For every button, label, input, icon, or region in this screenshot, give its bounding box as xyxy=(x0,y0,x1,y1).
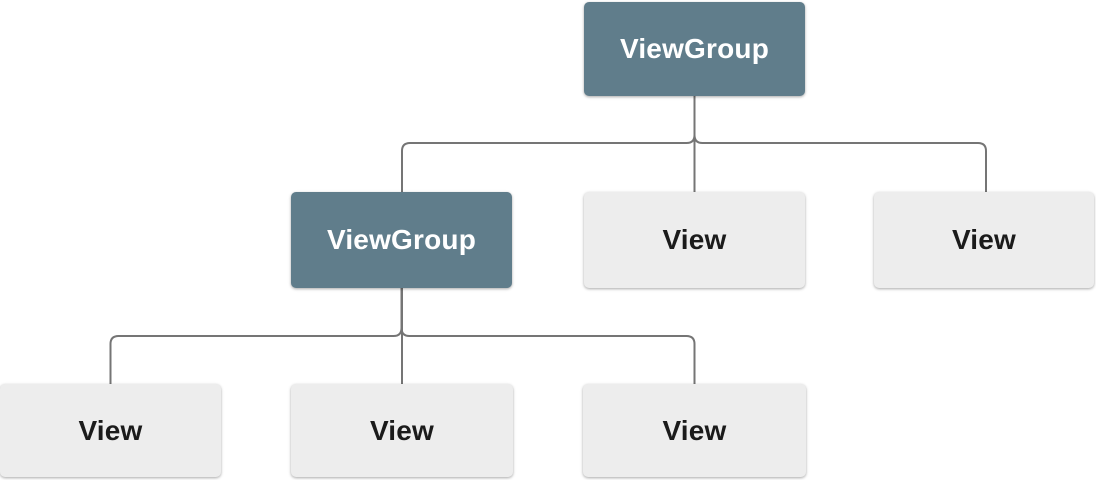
edge-viewgroup-view-right xyxy=(400,288,696,384)
node-view-level2-right: View xyxy=(874,192,1094,288)
node-view-level2-middle: View xyxy=(584,192,805,288)
node-view-level3-right: View xyxy=(583,384,806,477)
edge-root-viewgroup xyxy=(401,96,696,192)
edge-viewgroup-view-left xyxy=(109,288,403,384)
node-root-viewgroup: ViewGroup xyxy=(584,2,805,96)
node-view-level3-left: View xyxy=(0,384,221,477)
node-view-level3-middle: View xyxy=(291,384,513,477)
node-viewgroup-child: ViewGroup xyxy=(291,192,512,288)
edge-root-view-right xyxy=(693,96,987,192)
